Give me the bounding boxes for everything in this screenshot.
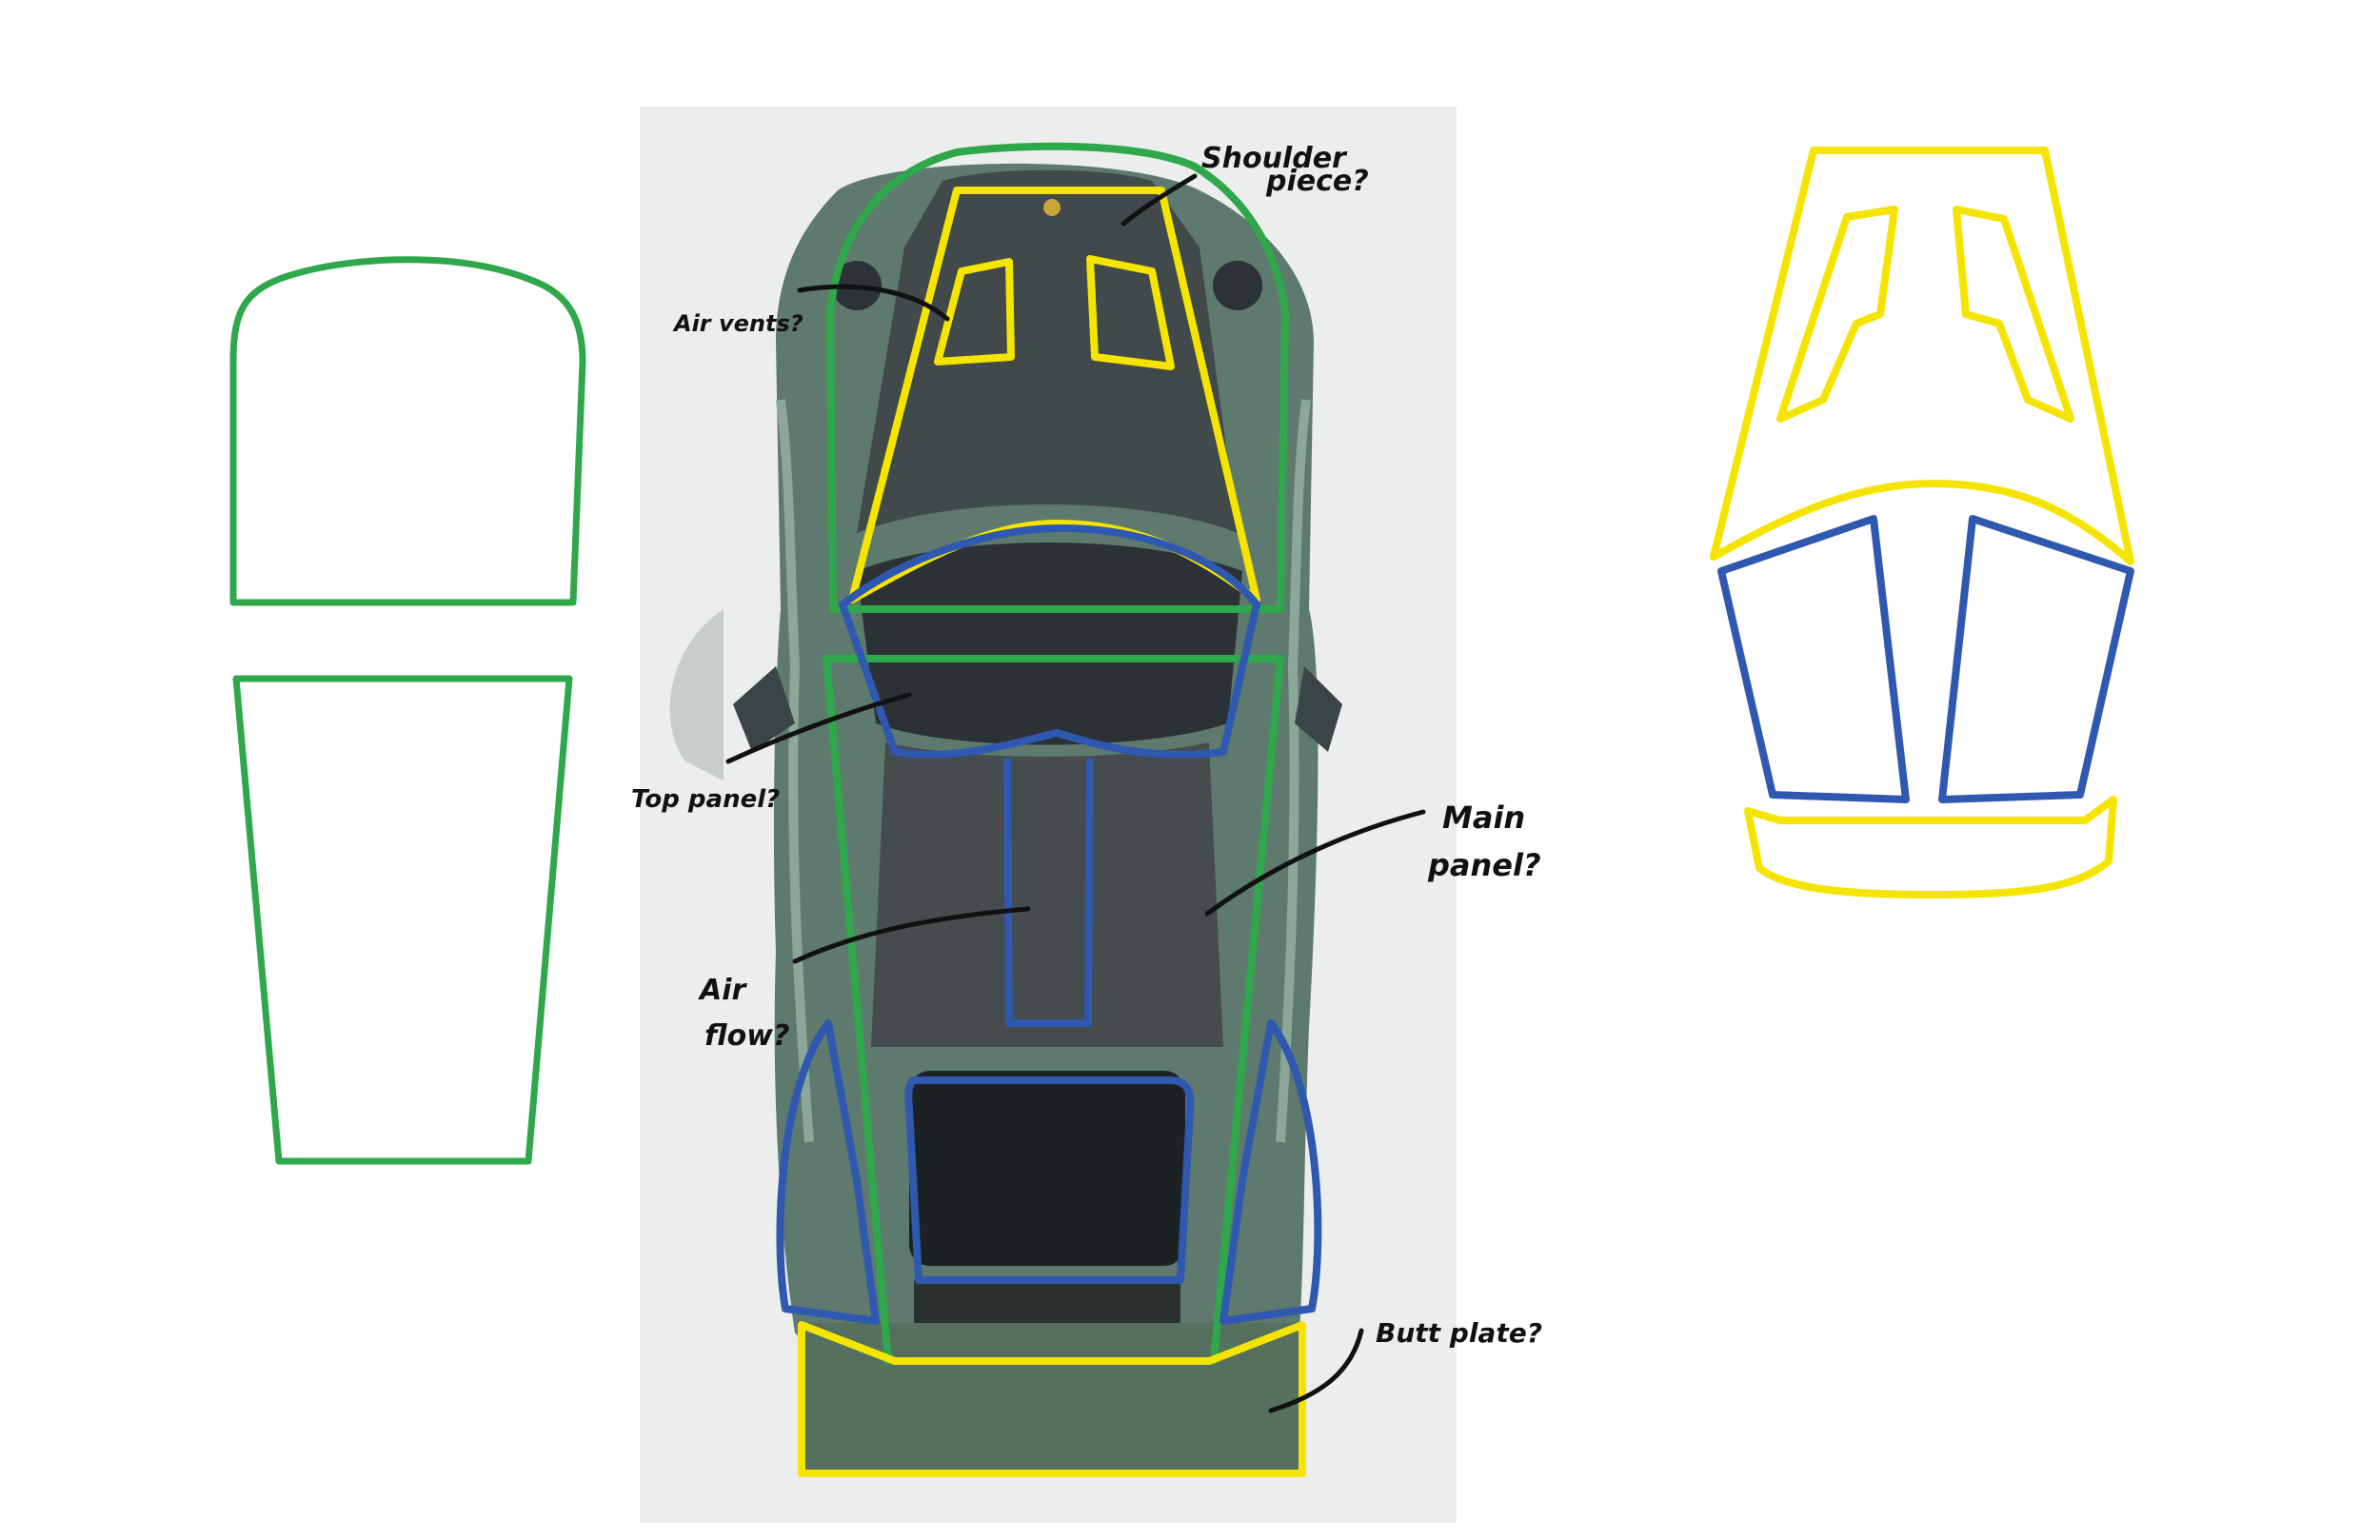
car-windshield [857, 543, 1242, 745]
overlay-blue-air-flow [1003, 758, 1094, 1027]
car-photo [640, 107, 1457, 1523]
headlight-right [1213, 261, 1262, 310]
yellow-cutout-right [1953, 206, 2074, 423]
arrow-butt-plate [1268, 1328, 1364, 1413]
label-air-flow-line2: flow? [704, 1019, 789, 1053]
overlay-yellow-butt-plate [798, 1321, 1306, 1477]
label-main-panel-line2: panel? [1427, 847, 1541, 883]
car-body-side-left [776, 399, 814, 1143]
overlay-blue-haunch-left [776, 1019, 880, 1325]
label-top-panel: Top panel? [631, 785, 780, 814]
right-piece-group [1710, 147, 2134, 898]
yellow-shoulder-piece [1710, 147, 2134, 565]
annotation-arrows [725, 173, 1426, 1413]
yellow-cutout-left [1776, 206, 1898, 423]
label-air-vents: Air vents? [672, 310, 803, 337]
arrow-air-vents [797, 284, 950, 322]
overlay-yellow-vent-right [1086, 255, 1175, 370]
car-hood [857, 169, 1238, 533]
overlay-green-front [826, 142, 1289, 613]
hood-badge [1043, 199, 1061, 216]
annotation-labels: Shoulder piece? Air vents? Top panel? Ma… [631, 142, 1542, 1349]
overlay-yellow-vent-left [934, 258, 1015, 365]
car-shadow [669, 609, 724, 780]
arrow-top-panel [725, 692, 912, 764]
label-shoulder-line1: Shoulder [1201, 142, 1348, 175]
yellow-butt-plate [1744, 796, 2117, 898]
green-rear-panel [232, 675, 573, 1165]
mirror-left [733, 666, 795, 752]
car-outline-overlays [776, 142, 1322, 1477]
overlay-blue-top-panel [839, 524, 1260, 759]
blue-top-panel-right [1938, 515, 2134, 803]
label-main-panel-line1: Main [1442, 800, 1525, 836]
label-butt-plate: Butt plate? [1376, 1317, 1542, 1349]
overlay-blue-haunch-right [1220, 1019, 1322, 1325]
label-shoulder-line2: piece? [1265, 165, 1369, 198]
blue-top-panel-left [1717, 515, 1910, 803]
left-piece-group [229, 256, 586, 1165]
mirror-right [1295, 666, 1342, 752]
overlay-blue-rear-window [904, 1076, 1195, 1284]
arrow-air-flow [792, 906, 1031, 964]
car-roof [871, 742, 1223, 1047]
arrow-shoulder [1121, 173, 1198, 227]
label-air-flow-line1: Air [698, 974, 748, 1007]
green-front-panel [229, 256, 586, 606]
arrow-main-panel [1204, 809, 1426, 917]
car-body-side-right [1276, 399, 1311, 1143]
car-rear-wing [800, 1323, 1304, 1475]
car-rear-window [909, 1071, 1185, 1266]
